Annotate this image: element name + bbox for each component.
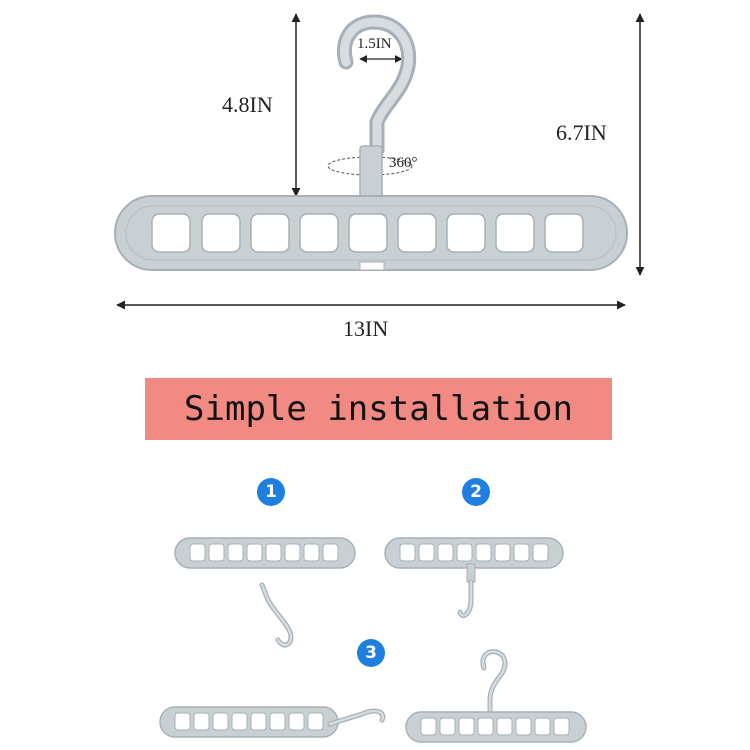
rotation-label: 360° bbox=[389, 155, 418, 171]
total-width-label: 13IN bbox=[343, 316, 389, 341]
installation-banner: Simple installation bbox=[145, 378, 612, 440]
step-1-badge: 1 bbox=[257, 478, 285, 506]
step-2-illustration bbox=[384, 537, 564, 618]
step-2-badge: 2 bbox=[462, 478, 490, 506]
hook-width-label: 1.5IN bbox=[357, 36, 392, 52]
step-3-illustration-right bbox=[405, 649, 587, 743]
step-3-badge: 3 bbox=[357, 639, 385, 667]
main-hanger-holes bbox=[151, 213, 584, 253]
step-3-illustration-left bbox=[159, 706, 386, 738]
banner-text: Simple installation bbox=[184, 389, 573, 429]
body-height-label: 4.8IN bbox=[222, 92, 273, 117]
total-height-label: 6.7IN bbox=[556, 120, 607, 145]
step-1-illustration bbox=[174, 537, 356, 648]
